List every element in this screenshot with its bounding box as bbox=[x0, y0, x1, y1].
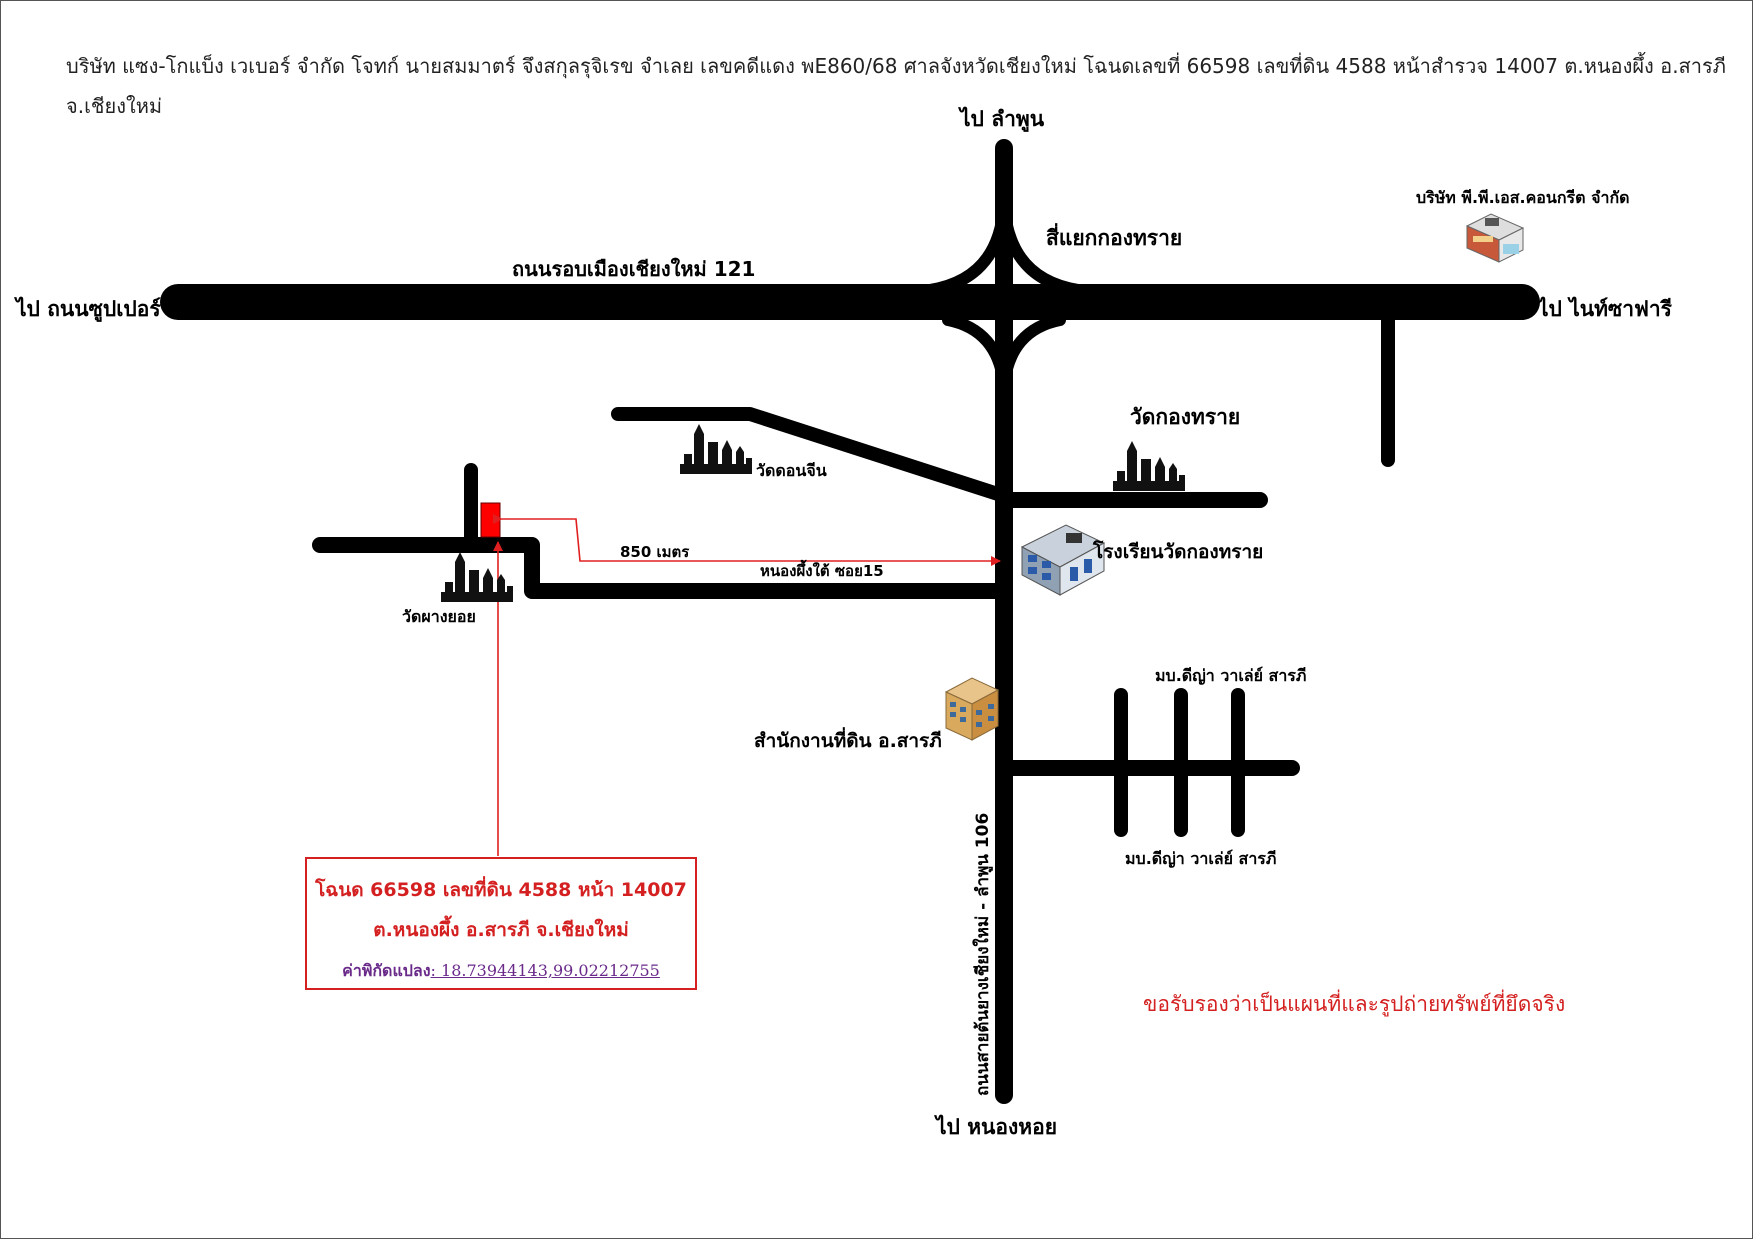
label-school: โรงเรียนวัดกองทราย bbox=[1092, 540, 1263, 563]
label-to-lamphun: ไป ลำพูน bbox=[958, 106, 1045, 133]
label-to-super: ไป ถนนซูปเปอร์ bbox=[14, 296, 161, 323]
property-marker bbox=[480, 502, 501, 538]
road-wat-don-chin bbox=[611, 407, 1011, 503]
label-to-night-safari: ไป ไนท์ซาฟารี bbox=[1536, 296, 1673, 321]
label-intersection: สี่แยกกองทราย bbox=[1046, 222, 1182, 250]
label-to-nong-hoi: ไป หนองหอย bbox=[934, 1114, 1057, 1139]
distance-arrows bbox=[493, 514, 1001, 856]
coordinate-line: ค่าพิกัดแปลง: 18.73944143,99.02212755 bbox=[307, 959, 695, 984]
label-wat-pha-yang-yoi: วัดผางยอย bbox=[402, 607, 476, 626]
label-distance: 850 เมตร bbox=[620, 543, 690, 561]
label-pps-company: บริษัท พี.พี.เอส.คอนกรีต จำกัด bbox=[1416, 188, 1630, 207]
label-village-bottom: มบ.ดีญ่า วาเล่ย์ สารภี bbox=[1125, 849, 1276, 869]
title-deed-line: โฉนด 66598 เลขที่ดิน 4588 หน้า 14007 bbox=[315, 879, 687, 901]
distance-arrow-850m bbox=[493, 514, 1001, 566]
label-soi: หนองผึ้งใต้ ซอย15 bbox=[760, 559, 884, 580]
temple-icon bbox=[680, 424, 752, 474]
label-wat-kong-sai: วัดกองทราย bbox=[1130, 405, 1240, 429]
label-main-road: ถนนสายต้นยางเชียงใหม่ - ลำพูน 106 bbox=[972, 813, 994, 1096]
shop-building-icon bbox=[1465, 213, 1525, 263]
coordinate-label: ค่าพิกัดแปลง bbox=[342, 961, 431, 980]
school-building-icon bbox=[1020, 524, 1106, 596]
interchange-nw bbox=[902, 199, 1010, 298]
label-village-top: มบ.ดีญ่า วาเล่ย์ สารภี bbox=[1155, 666, 1306, 686]
case-header: บริษัท แซง-โกแบ็ง เวเบอร์ จำกัด โจทก์ นา… bbox=[66, 54, 1726, 118]
certification-note: ขอรับรองว่าเป็นแผนที่และรูปถ่ายทรัพย์ที่… bbox=[1143, 992, 1566, 1016]
temple-icon bbox=[1113, 441, 1185, 491]
property-info-box: โฉนด 66598 เลขที่ดิน 4588 หน้า 14007 ต.ห… bbox=[305, 857, 697, 990]
interchange-sw bbox=[942, 314, 1010, 391]
label-land-office: สำนักงานที่ดิน อ.สารภี bbox=[754, 727, 942, 752]
coordinate-value: : 18.73944143,99.02212755 bbox=[430, 961, 660, 980]
roads bbox=[160, 139, 1540, 1104]
label-ring-road: ถนนรอบเมืองเชียงใหม่ 121 bbox=[512, 257, 755, 281]
road-soi-15 bbox=[312, 537, 1012, 599]
label-wat-don-chin: วัดดอนจีน bbox=[756, 461, 827, 480]
office-building-icon bbox=[944, 677, 1000, 741]
temple-icon bbox=[441, 552, 513, 602]
location-line: ต.หนองผึ้ง อ.สารภี จ.เชียงใหม่ bbox=[373, 919, 629, 941]
